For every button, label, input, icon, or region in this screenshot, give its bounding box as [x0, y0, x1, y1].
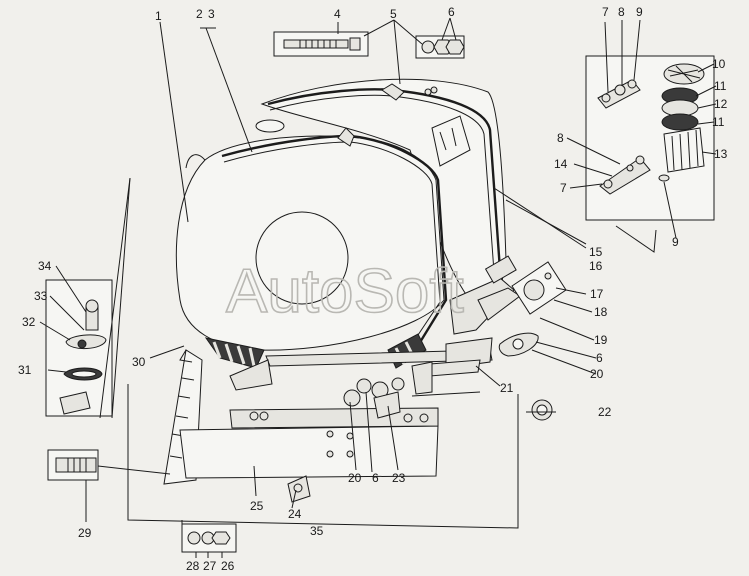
front-tank-filler-neck — [255, 211, 349, 305]
callout-20-second: 20 — [348, 471, 362, 485]
callout-6-third: 6 — [372, 471, 379, 485]
callout-24: 24 — [288, 507, 302, 521]
callout-34: 34 — [38, 259, 52, 273]
callout-4: 4 — [334, 7, 341, 21]
callout-labels: 1 2 3 4 5 6 7 8 9 10 11 12 11 8 13 14 7 … — [18, 5, 728, 573]
callout-7: 7 — [602, 5, 609, 19]
callout-16: 16 — [589, 259, 603, 273]
callout-17: 17 — [590, 287, 604, 301]
tank-straps — [221, 83, 502, 353]
callout-22: 22 — [598, 405, 612, 419]
callout-6: 6 — [448, 5, 455, 19]
tank-rubber-pads — [204, 333, 427, 369]
front-strap-buckle — [337, 127, 355, 147]
rubber-cushion-cylinder — [663, 127, 705, 173]
callout-35: 35 — [310, 524, 324, 538]
callout-21: 21 — [500, 381, 514, 395]
assembly-outline-lines — [99, 177, 657, 529]
callout-9-second: 9 — [672, 235, 679, 249]
callout-1: 1 — [155, 9, 162, 23]
callout-32: 32 — [22, 315, 36, 329]
callout-33: 33 — [34, 289, 48, 303]
tank-bracket-frame — [163, 255, 521, 485]
callout-11-second: 11 — [712, 115, 725, 129]
callout-23: 23 — [392, 471, 406, 485]
callout-30: 30 — [132, 355, 146, 369]
callout-11: 11 — [714, 79, 727, 93]
callout-9: 9 — [636, 5, 643, 19]
callout-10: 10 — [712, 57, 726, 71]
callout-25: 25 — [250, 499, 264, 513]
bolt-item-29 — [55, 457, 97, 473]
callout-26: 26 — [221, 559, 235, 573]
callout-29: 29 — [78, 526, 92, 540]
loose-parts — [47, 261, 567, 553]
callout-3: 3 — [208, 7, 215, 21]
callout-6-second: 6 — [596, 351, 603, 365]
callout-15: 15 — [589, 245, 603, 259]
callout-2: 2 — [196, 7, 203, 21]
callout-8-second: 8 — [557, 131, 564, 145]
callout-13: 13 — [714, 147, 728, 161]
top-bolt-group — [273, 31, 465, 59]
callout-27: 27 — [203, 559, 217, 573]
rear-tank-filler-cap — [255, 119, 285, 133]
callout-7-second: 7 — [560, 181, 567, 195]
mount-detail-box — [585, 55, 715, 221]
callout-8: 8 — [618, 5, 625, 19]
callout-14: 14 — [554, 157, 568, 171]
leader-lines — [39, 17, 717, 558]
callout-31: 31 — [18, 363, 32, 377]
spacer-sleeve — [373, 391, 401, 419]
rear-strap-buckle — [381, 83, 405, 101]
callout-19: 19 — [594, 333, 608, 347]
callout-28: 28 — [186, 559, 200, 573]
bracket-fasteners — [287, 377, 405, 503]
rear-tank-label-plate — [431, 115, 471, 167]
callout-18: 18 — [594, 305, 608, 319]
callout-5: 5 — [390, 7, 397, 21]
callout-20: 20 — [590, 367, 604, 381]
callout-12: 12 — [714, 97, 728, 111]
watermark-text: AutoSoft — [226, 257, 464, 326]
